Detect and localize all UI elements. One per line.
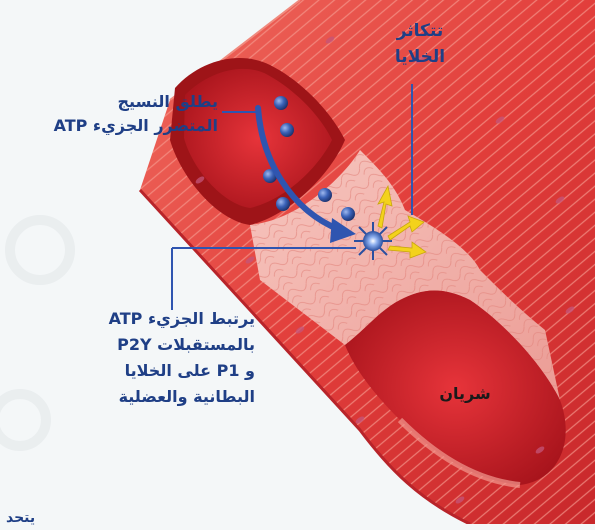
atp-molecule — [341, 207, 355, 221]
atp-molecule — [274, 96, 288, 110]
label-cell-proliferation: تتكاثر الخلايا — [375, 18, 465, 70]
label-atp-release: يطلق النسيج المتضرر الجزيء ATP — [28, 90, 218, 138]
label-cell-proliferation-line1: تتكاثر — [375, 18, 465, 44]
label-atp-binding: يرتبط الجزيء ATP بالمستقبلات P2Y و P1 عل… — [70, 306, 255, 410]
label-atp-release-line1: يطلق النسيج — [28, 90, 218, 114]
receptor-burst — [354, 222, 392, 260]
label-atp-binding-line1: يرتبط الجزيء ATP — [70, 306, 255, 332]
atp-molecule — [318, 188, 332, 202]
label-atp-binding-line4: البطانية والعضلية — [70, 384, 255, 410]
bottom-text-fragment: يتحد — [6, 506, 66, 530]
label-atp-release-line2: المتضرر الجزيء ATP — [28, 114, 218, 138]
atp-molecule — [276, 197, 290, 211]
label-cell-proliferation-line2: الخلايا — [375, 44, 465, 70]
label-atp-binding-line3: و P1 على الخلايا — [70, 358, 255, 384]
atp-molecule — [280, 123, 294, 137]
background — [0, 220, 70, 446]
label-artery: شريان — [430, 382, 500, 406]
label-atp-binding-line2: بالمستقبلات P2Y — [70, 332, 255, 358]
